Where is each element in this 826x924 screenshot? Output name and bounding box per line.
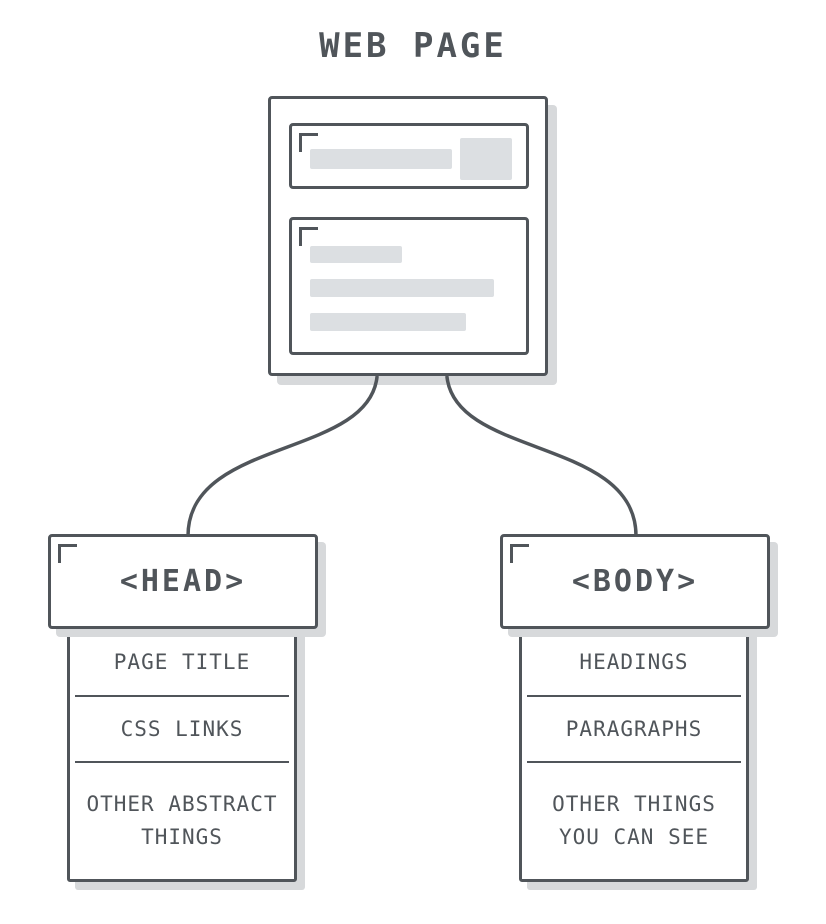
list-item: OTHER THINGS YOU CAN SEE (527, 761, 741, 879)
body-node-label: <BODY> (571, 564, 699, 599)
mock-head-section (289, 123, 529, 189)
placeholder-text-bar (310, 313, 466, 331)
head-node-box: <HEAD> (48, 534, 318, 629)
list-item: PAGE TITLE (113, 649, 251, 674)
placeholder-text-bar (310, 279, 494, 297)
body-items-box: HEADINGS PARAGRAPHS OTHER THINGS YOU CAN… (519, 626, 749, 882)
list-item: CSS LINKS (75, 695, 289, 761)
corner-bracket-icon (510, 544, 529, 563)
web-page-box (268, 96, 548, 376)
diagram-title: WEB PAGE (319, 26, 507, 66)
placeholder-text-bar (310, 246, 402, 263)
connector-right (445, 375, 638, 538)
head-items-box: PAGE TITLE CSS LINKS OTHER ABSTRACT THIN… (67, 626, 297, 882)
head-node-label: <HEAD> (119, 564, 247, 599)
list-item: PARAGRAPHS (527, 695, 741, 761)
placeholder-square (460, 138, 512, 180)
body-node-box: <BODY> (500, 534, 770, 629)
mock-body-section (289, 217, 529, 355)
connector-left (186, 375, 379, 538)
corner-bracket-icon (299, 227, 318, 246)
corner-bracket-icon (58, 544, 77, 563)
list-item: OTHER ABSTRACT THINGS (75, 761, 289, 879)
corner-bracket-icon (299, 133, 318, 152)
placeholder-title-bar (310, 149, 452, 169)
list-item: HEADINGS (579, 649, 689, 674)
